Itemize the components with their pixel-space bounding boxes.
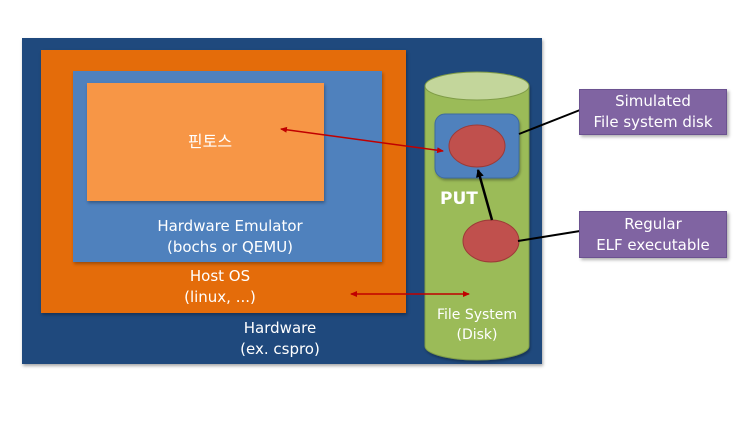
callout-elf-line1: Regular — [624, 214, 682, 233]
host-os-label: Host OS (linux, ...) — [120, 266, 320, 308]
hardware-title: Hardware — [243, 319, 317, 337]
simulated-disk-ellipse — [448, 124, 506, 168]
elf-executable-ellipse — [462, 219, 520, 263]
file-system-label: File System (Disk) — [427, 305, 527, 345]
hardware-label: Hardware (ex. cspro) — [180, 318, 380, 360]
emulator-label: Hardware Emulator (bochs or QEMU) — [110, 216, 350, 258]
connector-elf — [517, 230, 581, 242]
callout-simulated-disk-line2: File system disk — [593, 113, 713, 131]
host-os-subtitle: (linux, ...) — [184, 288, 256, 306]
callout-simulated-disk: Simulated File system disk — [579, 89, 727, 135]
callout-simulated-disk-line1: Simulated — [615, 92, 691, 110]
pintos-disk-arrow — [280, 126, 444, 154]
hardware-subtitle: (ex. cspro) — [240, 340, 320, 358]
copy-arrow — [476, 169, 494, 221]
file-system-subtitle: (Disk) — [456, 327, 498, 343]
file-system-title: File System — [436, 307, 518, 323]
cylinder-top — [424, 71, 530, 101]
host-os-title: Host OS — [189, 267, 251, 285]
callout-elf-line2: ELF executable — [596, 235, 710, 254]
callout-elf-executable: Regular ELF executable — [579, 211, 727, 258]
connector-simulated-disk — [518, 109, 581, 135]
emulator-title: Hardware Emulator — [157, 217, 303, 235]
emulator-subtitle: (bochs or QEMU) — [166, 238, 294, 256]
put-label: PUT — [440, 189, 478, 209]
pintos-label: 핀토스 — [187, 132, 233, 151]
